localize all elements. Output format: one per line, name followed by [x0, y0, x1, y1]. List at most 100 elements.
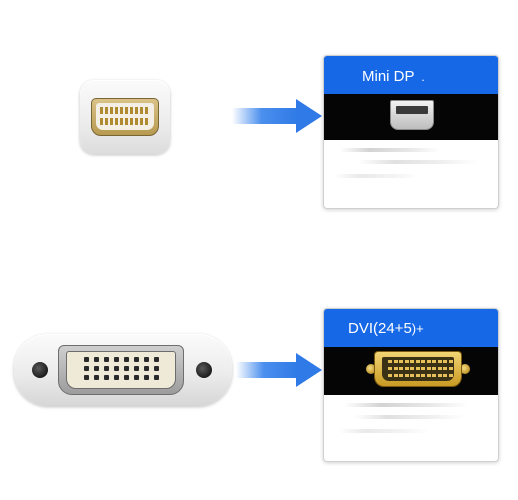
- dvi-pin: [144, 357, 149, 362]
- dvi-socket-pin: [393, 374, 398, 377]
- dvi-pin: [154, 366, 159, 371]
- dvi-label: DVI(24+5: [348, 320, 412, 337]
- dvi-socket-pin: [448, 367, 453, 370]
- blurred-text: [344, 403, 468, 407]
- dvi-pin: [104, 357, 109, 362]
- mini-dp-pin: [110, 107, 113, 114]
- blurred-text: [354, 415, 464, 419]
- dvi-screw-left-icon: [32, 362, 48, 378]
- dvi-pin: [114, 375, 119, 380]
- dvi-pin: [134, 375, 139, 380]
- dvi-socket-pin: [415, 367, 420, 370]
- dvi-socket-pin: [415, 374, 420, 377]
- arrow-head-icon: [296, 353, 322, 387]
- mini-dp-pin: [140, 107, 143, 114]
- dvi-socket-pin: [404, 374, 409, 377]
- dvi-screw-right-icon: [196, 362, 212, 378]
- dvi-pin: [84, 366, 89, 371]
- dvi-pin: [134, 366, 139, 371]
- mini-dp-pin: [125, 107, 128, 114]
- dvi-socket-pin: [443, 374, 447, 377]
- dvi-socket-pin: [426, 360, 431, 363]
- mini-dp-pin: [105, 118, 108, 125]
- dvi-socket-pin: [421, 374, 425, 377]
- dvi-socket-pin: [388, 360, 392, 363]
- mini-dp-pin: [130, 118, 133, 125]
- dvi-pin: [104, 375, 109, 380]
- arrow-right-icon: [232, 108, 298, 124]
- dvi-socket-ear-left-icon: [366, 364, 376, 374]
- dvi-socket-pin: [443, 367, 447, 370]
- dvi-pin: [84, 357, 89, 362]
- dvi-socket-pin: [404, 360, 409, 363]
- dvi-socket-pin: [415, 360, 420, 363]
- dvi-label-suffix: )+: [411, 321, 424, 336]
- dvi-socket-ear-right-icon: [460, 364, 470, 374]
- dvi-socket-pin: [399, 374, 403, 377]
- dvi-socket-pin: [426, 367, 431, 370]
- dvi-socket-pin: [421, 367, 425, 370]
- dvi-socket-pin: [437, 360, 442, 363]
- dvi-socket-pin: [399, 367, 403, 370]
- dvi-socket-pin: [399, 360, 403, 363]
- dvi-socket-pin: [426, 374, 431, 377]
- dvi-pin: [124, 375, 129, 380]
- dvi-socket-pin: [448, 360, 453, 363]
- dvi-pin: [144, 375, 149, 380]
- dvi-socket-pin: [404, 367, 409, 370]
- mini-dp-socket-slot: [396, 106, 428, 114]
- dvi-pin-area: [66, 351, 176, 389]
- dvi-pin: [94, 375, 99, 380]
- dvi-pin: [114, 366, 119, 371]
- mini-dp-pin: [135, 118, 138, 125]
- dvi-socket-pin: [448, 374, 453, 377]
- dvi-pin: [154, 357, 159, 362]
- dvi-pin: [104, 366, 109, 371]
- blurred-text: [358, 160, 478, 164]
- mini-dp-pin: [125, 118, 128, 125]
- mini-dp-panel: Mini DP .: [323, 55, 499, 209]
- arrow-head-icon: [296, 99, 322, 133]
- dvi-pin: [134, 357, 139, 362]
- blurred-text: [338, 429, 430, 433]
- mini-dp-pin: [120, 118, 123, 125]
- dvi-socket-pin: [432, 367, 436, 370]
- mini-dp-pin: [145, 107, 148, 114]
- blurred-text: [334, 174, 420, 178]
- dvi-pin: [154, 375, 159, 380]
- mini-dp-pin: [130, 107, 133, 114]
- dvi-pin: [84, 375, 89, 380]
- mini-dp-pin: [140, 118, 143, 125]
- dvi-socket-pin: [410, 374, 414, 377]
- blurred-text: [340, 148, 440, 152]
- mini-dp-pin: [100, 118, 103, 125]
- mini-dp-pin: [145, 118, 148, 125]
- dvi-pin: [94, 357, 99, 362]
- mini-dp-socket-icon: [390, 100, 434, 130]
- dvi-socket-pin: [443, 360, 447, 363]
- dvi-socket-pin: [421, 360, 425, 363]
- dvi-pin: [144, 366, 149, 371]
- dvi-socket-pin: [437, 374, 442, 377]
- mini-dp-pin: [135, 107, 138, 114]
- dvi-socket-pin: [410, 360, 414, 363]
- dvi-pin: [114, 357, 119, 362]
- mini-dp-panel-header: Mini DP .: [324, 56, 498, 94]
- dvi-socket-pin: [410, 367, 414, 370]
- dvi-socket-pin: [432, 374, 436, 377]
- mini-dp-pin: [115, 118, 118, 125]
- mini-dp-pin: [115, 107, 118, 114]
- mini-dp-label-suffix: .: [421, 70, 425, 84]
- dvi-pin: [124, 366, 129, 371]
- arrow-right-icon: [236, 362, 298, 378]
- mini-dp-pin: [105, 107, 108, 114]
- dvi-socket-pin: [393, 360, 398, 363]
- mini-dp-pin: [100, 107, 103, 114]
- dvi-socket-pin: [388, 374, 392, 377]
- dvi-socket-pin: [388, 367, 392, 370]
- mini-dp-label: Mini DP: [362, 68, 415, 85]
- dvi-socket-pin: [393, 367, 398, 370]
- dvi-socket-pin: [437, 367, 442, 370]
- mini-dp-pin: [110, 118, 113, 125]
- dvi-pin: [124, 357, 129, 362]
